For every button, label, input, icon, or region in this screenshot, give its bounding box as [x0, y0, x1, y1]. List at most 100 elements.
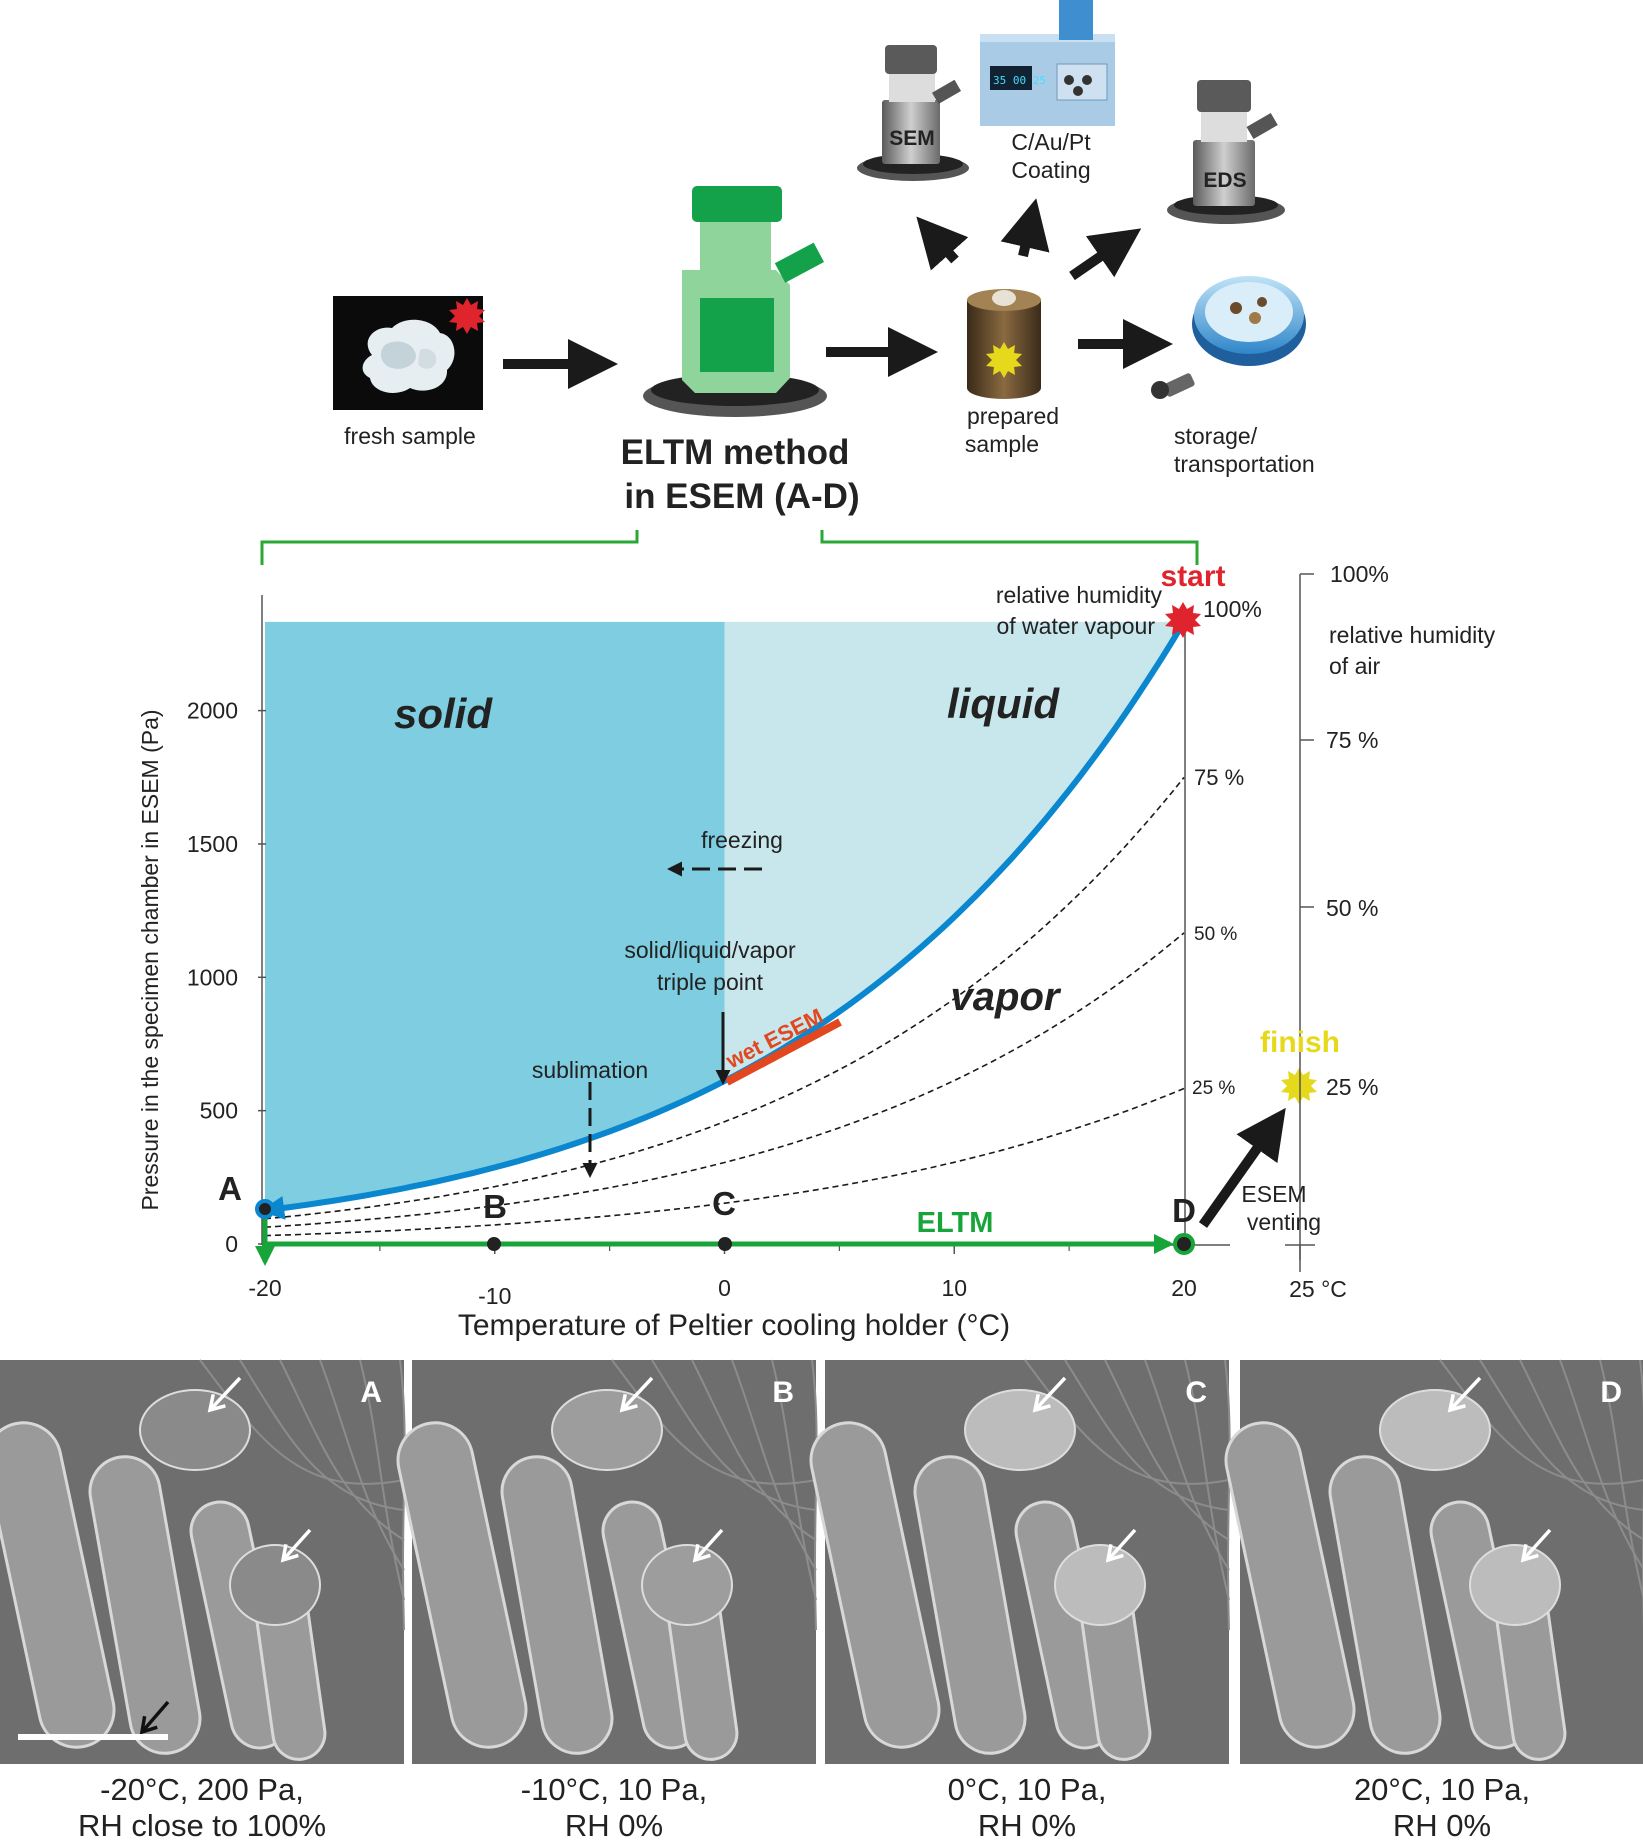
- pointer-arrowhead: [1447, 1393, 1466, 1413]
- solid-region-label: solid: [394, 690, 493, 737]
- caption-line: -10°C, 10 Pa,: [520, 1772, 708, 1807]
- point-a-marker: [255, 1199, 275, 1219]
- pointer-arrow-icon: [208, 1376, 242, 1412]
- pointer-arrowhead: [1520, 1543, 1539, 1563]
- rh-vapour-label: relative humidity: [996, 582, 1163, 608]
- body-segment: [1328, 1455, 1442, 1755]
- air-25-label: 25 %: [1326, 1074, 1378, 1100]
- arrow-to-sem: [916, 216, 969, 271]
- micrograph-panels: A B C D: [0, 1359, 1643, 1764]
- rh-curves: [264, 776, 1185, 1237]
- storage-box-icon: [1151, 276, 1306, 399]
- eltm-method-title: ELTM method: [621, 433, 850, 472]
- panel-d: D: [1224, 1359, 1643, 1764]
- air-scale-title: relative humidity: [1329, 622, 1496, 648]
- fiber: [1184, 1359, 1230, 1601]
- fiber: [319, 1359, 405, 1571]
- body-segment: [500, 1455, 614, 1755]
- fiber: [279, 1359, 405, 1541]
- vapor-region-label: vapor: [951, 975, 1062, 1019]
- sem-instrument-icon: [857, 45, 969, 181]
- storage-label-2: transportation: [1174, 451, 1315, 477]
- y-tick-label: 1500: [187, 831, 238, 857]
- rh-75-label: 75 %: [1194, 765, 1244, 790]
- caption-line: 20°C, 10 Pa,: [1353, 1772, 1531, 1807]
- y-tick-label: 500: [200, 1098, 238, 1124]
- fiber: [1104, 1359, 1230, 1541]
- panel-label: A: [360, 1376, 382, 1409]
- eltm-path-label: ELTM: [917, 1207, 994, 1239]
- body-segment: [88, 1455, 202, 1755]
- panel-label: B: [772, 1376, 794, 1409]
- rh-50-label: 50 %: [1194, 924, 1237, 945]
- x-axis-label: Temperature of Peltier cooling holder (°…: [458, 1309, 1010, 1342]
- panel-caption: -20°C, 200 Pa,RH close to 100%: [0, 1772, 404, 1844]
- esem-venting-label-2: venting: [1247, 1209, 1321, 1235]
- droplet: [551, 1389, 663, 1471]
- caption-line: 0°C, 10 Pa,: [947, 1772, 1107, 1807]
- rh-25-label: 25 %: [1192, 1078, 1235, 1099]
- caption-line: -20°C, 200 Pa,: [100, 1772, 304, 1807]
- fiber: [651, 1359, 817, 1511]
- fiber: [1439, 1359, 1643, 1485]
- panel-a: A: [0, 1359, 406, 1764]
- pointer-arrowhead: [207, 1393, 226, 1413]
- fiber: [1479, 1359, 1643, 1511]
- sublimation-label: sublimation: [532, 1057, 648, 1083]
- x-tick-label: -10: [478, 1283, 511, 1309]
- arrow-to-eds: [1069, 228, 1142, 281]
- y-axis-label: Pressure in the specimen chamber in ESEM…: [137, 709, 163, 1210]
- esem-instrument-icon: [643, 186, 827, 417]
- rh-100-label: 100%: [1203, 596, 1262, 622]
- pointer-arrowhead: [692, 1543, 711, 1563]
- pointer-arrow-icon: [693, 1528, 724, 1562]
- caption-line: RH 0%: [564, 1808, 664, 1843]
- point-d-marker: [1173, 1233, 1195, 1255]
- fresh-sample-star-icon: [449, 298, 485, 334]
- droplet: [1054, 1544, 1146, 1626]
- point-d-label: D: [1172, 1192, 1196, 1229]
- coating-machine-icon: 35 00 25: [980, 0, 1115, 126]
- sem-label: SEM: [889, 127, 935, 150]
- panel-label: D: [1600, 1376, 1622, 1409]
- air-scale-title-2: of air: [1329, 653, 1380, 679]
- panel-b: B: [396, 1359, 818, 1764]
- caption-line: RH close to 100%: [77, 1808, 327, 1843]
- y-tick-label: 2000: [187, 698, 238, 724]
- eltm-bracket-right: [820, 530, 1199, 565]
- wet-esem-bar: [725, 1018, 842, 1086]
- body-segment: [0, 1421, 116, 1749]
- body-segment: [396, 1421, 528, 1749]
- point-c-marker: [718, 1237, 732, 1251]
- rh-50-curve: [264, 932, 1185, 1228]
- pointer-arrow-icon: [1106, 1528, 1137, 1562]
- triple-point-label: solid/liquid/vapor: [624, 937, 796, 963]
- body-segment: [809, 1421, 941, 1749]
- prepared-sample-label-2: sample: [965, 431, 1039, 457]
- prepared-sample-label: prepared: [967, 403, 1059, 429]
- y-tick-label: 1000: [187, 964, 238, 990]
- panel-label: C: [1185, 1376, 1207, 1409]
- fiber: [771, 1359, 817, 1601]
- pointer-arrow-icon: [1033, 1376, 1067, 1412]
- fiber: [611, 1359, 817, 1485]
- fiber: [1024, 1359, 1230, 1485]
- x-tick-label: -20: [248, 1275, 281, 1301]
- droplet: [139, 1389, 251, 1471]
- fiber: [199, 1359, 405, 1485]
- droplet: [641, 1544, 733, 1626]
- pointer-arrow-icon: [281, 1528, 312, 1562]
- panel-c: C: [809, 1359, 1231, 1764]
- caption-line: RH 0%: [1392, 1808, 1492, 1843]
- body-segment: [1224, 1421, 1356, 1749]
- coating-label: C/Au/Pt: [1011, 129, 1091, 155]
- air-50-label: 50 %: [1326, 895, 1378, 921]
- triple-point-label-2: triple point: [657, 969, 764, 995]
- pointer-arrow-icon: [1521, 1528, 1552, 1562]
- storage-label: storage/: [1174, 423, 1258, 449]
- start-label: start: [1160, 560, 1225, 593]
- pointer-arrowhead: [1105, 1543, 1124, 1563]
